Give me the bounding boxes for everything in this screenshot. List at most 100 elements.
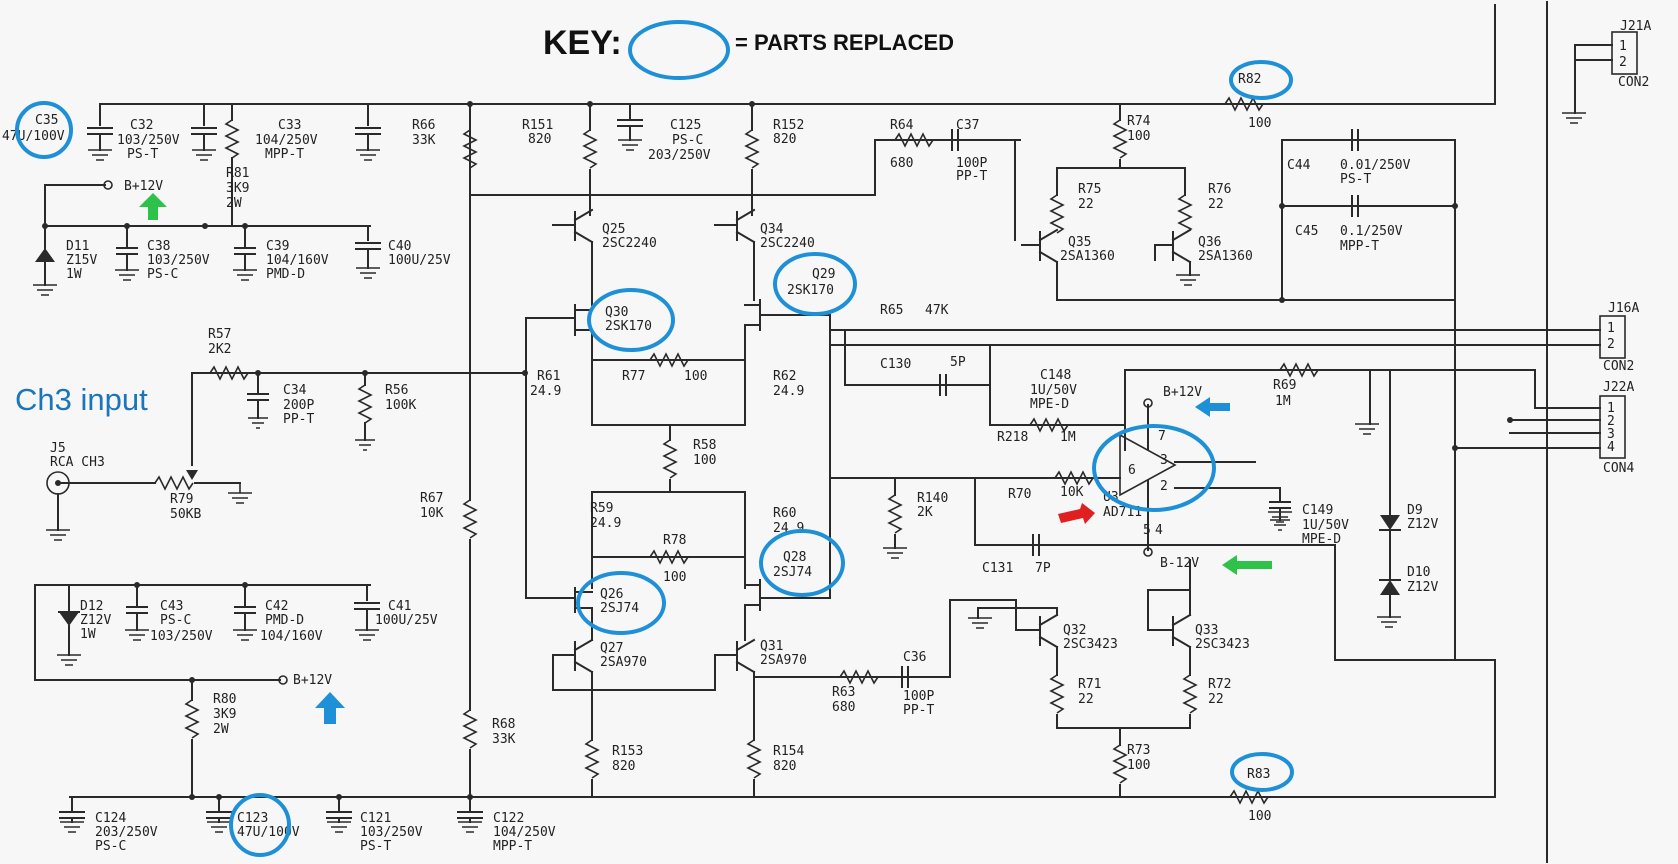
svg-text:R154: R154 [773, 744, 804, 759]
ch3-input-label: Ch3 input [15, 382, 148, 417]
svg-text:820: 820 [773, 759, 796, 774]
svg-text:103/250V: 103/250V [117, 133, 180, 148]
svg-text:Q34: Q34 [760, 222, 784, 237]
svg-text:C125: C125 [670, 118, 701, 133]
svg-text:R83: R83 [1247, 767, 1270, 782]
svg-text:C130: C130 [880, 357, 911, 372]
svg-text:2: 2 [1160, 479, 1168, 494]
svg-text:PS-T: PS-T [127, 147, 158, 162]
svg-text:10K: 10K [420, 506, 444, 521]
svg-text:B+12V: B+12V [124, 179, 163, 194]
svg-text:Q25: Q25 [602, 222, 625, 237]
svg-text:CON2: CON2 [1603, 359, 1634, 374]
svg-text:R78: R78 [663, 533, 686, 548]
svg-text:R152: R152 [773, 118, 804, 133]
arrows [139, 193, 1272, 724]
svg-text:R74: R74 [1127, 114, 1151, 129]
label-j22a: J22A [1603, 380, 1634, 395]
svg-text:R71: R71 [1078, 677, 1101, 692]
svg-text:C38: C38 [147, 239, 170, 254]
svg-text:103/250V: 103/250V [150, 629, 213, 644]
diff-pair [467, 101, 881, 798]
svg-text:R68: R68 [492, 717, 515, 732]
svg-text:820: 820 [612, 759, 635, 774]
svg-text:PS-C: PS-C [95, 839, 126, 854]
svg-text:C41: C41 [388, 599, 411, 614]
svg-text:103/250V: 103/250V [360, 825, 423, 840]
svg-text:2: 2 [1607, 337, 1615, 352]
svg-text:100: 100 [1127, 758, 1150, 773]
svg-text:C149: C149 [1302, 503, 1333, 518]
replaced-part-markers [15, 60, 1294, 857]
svg-text:C32: C32 [130, 118, 153, 133]
svg-text:R65: R65 [880, 303, 903, 318]
svg-text:Q32: Q32 [1063, 623, 1086, 638]
blue-left-arrow-icon [1195, 397, 1230, 417]
svg-text:R153: R153 [612, 744, 643, 759]
svg-text:Z12V: Z12V [1407, 517, 1438, 532]
svg-text:100P: 100P [956, 156, 987, 171]
svg-text:R62: R62 [773, 369, 796, 384]
svg-text:B+12V: B+12V [293, 673, 332, 688]
r83-resistor [1229, 789, 1269, 805]
svg-text:33K: 33K [492, 732, 516, 747]
green-left-arrow-icon [1222, 555, 1272, 575]
svg-text:2SJ74: 2SJ74 [773, 565, 812, 580]
svg-text:C37: C37 [956, 118, 979, 133]
svg-text:C148: C148 [1040, 368, 1071, 383]
svg-text:5: 5 [1143, 523, 1151, 538]
svg-text:B-12V: B-12V [1160, 556, 1199, 571]
svg-text:2SA1360: 2SA1360 [1198, 249, 1253, 264]
svg-text:22: 22 [1078, 197, 1094, 212]
svg-text:2SC3423: 2SC3423 [1063, 637, 1118, 652]
svg-text:R82: R82 [1238, 72, 1261, 87]
svg-text:MPP-T: MPP-T [1340, 239, 1379, 254]
svg-text:47K: 47K [925, 303, 949, 318]
svg-text:R218: R218 [997, 430, 1028, 445]
svg-text:104/160V: 104/160V [266, 253, 329, 268]
svg-text:104/250V: 104/250V [255, 133, 318, 148]
svg-text:R63: R63 [832, 685, 855, 700]
svg-text:Q31: Q31 [760, 639, 783, 654]
svg-text:R56: R56 [385, 383, 408, 398]
svg-text:R64: R64 [890, 118, 914, 133]
svg-text:2SK170: 2SK170 [605, 319, 652, 334]
svg-text:680: 680 [832, 700, 855, 715]
svg-text:4: 4 [1607, 440, 1615, 455]
svg-text:24.9: 24.9 [530, 384, 561, 399]
r67-r68-chain [462, 349, 478, 801]
svg-text:104/250V: 104/250V [493, 825, 556, 840]
svg-text:820: 820 [528, 132, 551, 147]
svg-text:4: 4 [1155, 523, 1163, 538]
svg-text:3K9: 3K9 [213, 707, 236, 722]
svg-text:D12: D12 [80, 599, 103, 614]
svg-text:0.01/250V: 0.01/250V [1340, 158, 1411, 173]
marker-c123 [229, 793, 291, 857]
svg-text:1: 1 [1619, 39, 1627, 54]
svg-text:1: 1 [1607, 401, 1615, 416]
svg-text:MPP-T: MPP-T [265, 147, 304, 162]
svg-text:C43: C43 [160, 599, 183, 614]
svg-text:R151: R151 [522, 118, 553, 133]
vas-stage [829, 103, 1601, 798]
svg-text:C131: C131 [982, 561, 1013, 576]
svg-text:R79: R79 [170, 492, 193, 507]
svg-text:R73: R73 [1127, 743, 1150, 758]
r82-resistor [1224, 96, 1264, 112]
key-title: KEY: [543, 24, 622, 62]
legend-key: KEY: = PARTS REPLACED [543, 20, 954, 80]
svg-text:C33: C33 [278, 118, 301, 133]
svg-text:50KB: 50KB [170, 507, 201, 522]
svg-text:R75: R75 [1078, 182, 1101, 197]
svg-text:1W: 1W [66, 267, 82, 282]
opamp-pins: 7 3 2 6 5 4 [1128, 429, 1168, 538]
svg-text:103/250V: 103/250V [147, 253, 210, 268]
marker-q26 [576, 571, 666, 635]
svg-text:MPP-T: MPP-T [493, 839, 532, 854]
svg-text:C34: C34 [283, 383, 307, 398]
svg-text:100: 100 [684, 369, 707, 384]
svg-text:R81: R81 [226, 166, 249, 181]
svg-text:22: 22 [1208, 197, 1224, 212]
svg-text:100: 100 [1248, 116, 1271, 131]
